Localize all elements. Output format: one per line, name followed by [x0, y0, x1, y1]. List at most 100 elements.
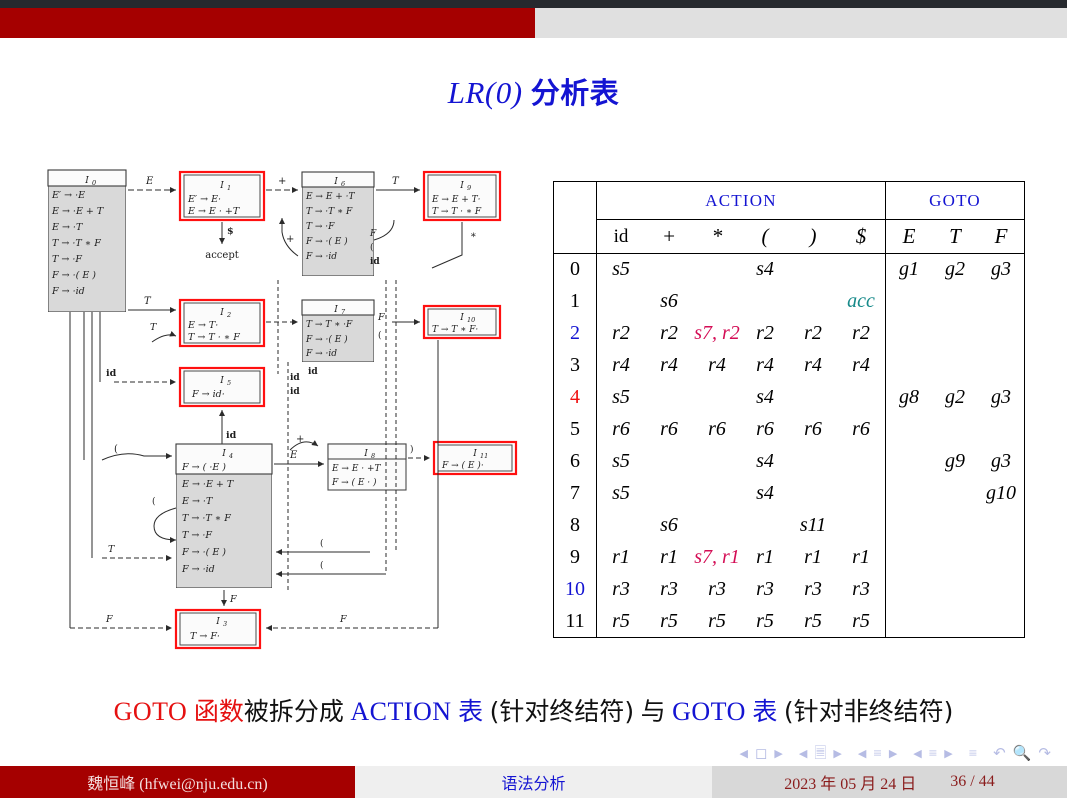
nav-group-frame[interactable]: ◀ 🗏 ▶ [798, 745, 842, 762]
search-icon[interactable]: 🔍 [1012, 745, 1032, 762]
svg-text:E → ·E + T: E → ·E + T [181, 479, 234, 490]
state-number: 9 [553, 541, 597, 574]
col-header-star: * [693, 219, 741, 254]
beamer-headline-rule [0, 38, 1067, 40]
action-cell: r3 [596, 573, 645, 606]
action-cell [693, 286, 741, 318]
goto-cell [932, 605, 978, 638]
state-number: 11 [553, 605, 597, 638]
page-title-cjk: 分析表 [530, 76, 620, 110]
prev-slide-icon[interactable]: ◀ [739, 747, 748, 760]
action-cell: s6 [660, 290, 678, 312]
nav-group-doc[interactable]: ≡ [968, 745, 978, 762]
next-slide-icon[interactable]: ▶ [774, 747, 783, 760]
nav-group-history[interactable]: ↶ 🔍 ↷ [993, 745, 1051, 762]
prev-frame-icon[interactable]: ◀ [798, 747, 808, 760]
svg-text:5: 5 [227, 379, 231, 387]
action-cell: r6 [756, 418, 774, 440]
action-cell [837, 446, 886, 478]
action-cell: acc [847, 290, 875, 312]
action-cell: r3 [660, 578, 678, 600]
action-cell: r6 [708, 418, 726, 440]
state-number: 3 [553, 349, 597, 382]
next-section-icon[interactable]: ▶ [944, 747, 953, 760]
action-cell: r5 [789, 605, 837, 638]
state-box-I8: I 8 E → E · +T F → ( E · ) [327, 443, 407, 491]
caption-cjk-nonterminal: (针对非终结符) [783, 697, 954, 726]
action-cell [837, 478, 886, 510]
svg-text:10: 10 [467, 316, 475, 324]
svg-text:F → ( E · ): F → ( E · ) [331, 477, 377, 488]
footer-author: 魏恒峰 (hfwei@nju.edu.cn) [87, 776, 268, 793]
svg-text:I: I [363, 449, 368, 459]
prev-section-icon[interactable]: ◀ [913, 747, 922, 760]
goto-cell [885, 573, 932, 606]
slide-square-icon[interactable]: ◻ [754, 745, 768, 762]
goto-cell [885, 477, 932, 510]
section-lines-icon[interactable]: ≡ [928, 745, 938, 762]
action-cell [789, 382, 837, 414]
action-cell [645, 382, 693, 414]
document-lines-icon[interactable]: ≡ [968, 745, 978, 762]
goto-cell: g10 [978, 477, 1025, 510]
forward-arrow-icon[interactable]: ↷ [1038, 745, 1051, 762]
svg-text:(: ( [370, 242, 374, 253]
state-number: 7 [553, 477, 597, 510]
goto-cell: g3 [978, 445, 1025, 478]
svg-text:F: F [229, 594, 237, 605]
svg-text:I: I [219, 181, 224, 191]
col-header-plus: + [645, 219, 693, 254]
svg-text:E: E [289, 450, 298, 461]
action-cell: r5 [645, 605, 693, 638]
svg-text:I: I [219, 376, 224, 386]
svg-text:id: id [290, 373, 300, 383]
next-frame-icon[interactable]: ▶ [833, 747, 842, 760]
action-cell: r1 [596, 541, 645, 574]
page-title: LR(0) 分析表 [0, 70, 1067, 112]
goto-cell [885, 445, 932, 478]
action-cell: s4 [756, 450, 774, 472]
goto-cell [978, 285, 1025, 318]
back-arrow-icon[interactable]: ↶ [993, 745, 1006, 762]
action-cell: r5 [837, 605, 886, 638]
svg-text:I: I [219, 308, 224, 318]
state-box-I5: I 5 F → id· [178, 366, 266, 408]
action-cell [837, 510, 886, 542]
action-cell: r2 [660, 322, 678, 344]
subsection-lines-icon[interactable]: ≡ [873, 745, 882, 762]
col-header-T: T [932, 219, 978, 254]
prev-subsection-icon[interactable]: ◀ [857, 747, 867, 760]
goto-cell [932, 414, 978, 446]
action-cell: r1 [804, 546, 822, 568]
nav-group-subsection[interactable]: ◀ ≡ ▶ [857, 745, 898, 762]
svg-text:I: I [221, 449, 226, 459]
action-cell [789, 286, 837, 318]
svg-text:F: F [339, 614, 347, 625]
state-number: 6 [553, 445, 597, 478]
svg-text:T → ·T ∗ F: T → ·T ∗ F [306, 207, 353, 217]
frame-stack-icon[interactable]: 🗏 [814, 745, 827, 762]
state-box-I0: I 0 E′ → ·E E → ·E + T E → ·T T → ·T ∗ F… [47, 169, 127, 313]
state-number: 2 [553, 317, 597, 350]
action-cell: r1 [660, 546, 678, 568]
next-subsection-icon[interactable]: ▶ [888, 747, 898, 760]
beamer-navigation-bar[interactable]: ◀ ◻ ▶ ◀ 🗏 ▶ ◀ ≡ ▶ ◀ ≡ ▶ ≡ ↶ 🔍 ↷ [0, 742, 1067, 766]
action-cell: r5 [693, 605, 741, 638]
goto-cell [978, 317, 1025, 350]
svg-text:4: 4 [228, 452, 233, 460]
svg-text:F → ·id: F → ·id [305, 349, 337, 359]
svg-text:(: ( [114, 444, 118, 455]
goto-cell [885, 605, 932, 638]
action-cell: r5 [596, 605, 645, 638]
svg-text:T → T · ∗ F: T → T · ∗ F [188, 332, 240, 343]
nav-group-slide[interactable]: ◀ ◻ ▶ [739, 745, 783, 762]
nav-group-section[interactable]: ◀ ≡ ▶ [913, 745, 953, 762]
